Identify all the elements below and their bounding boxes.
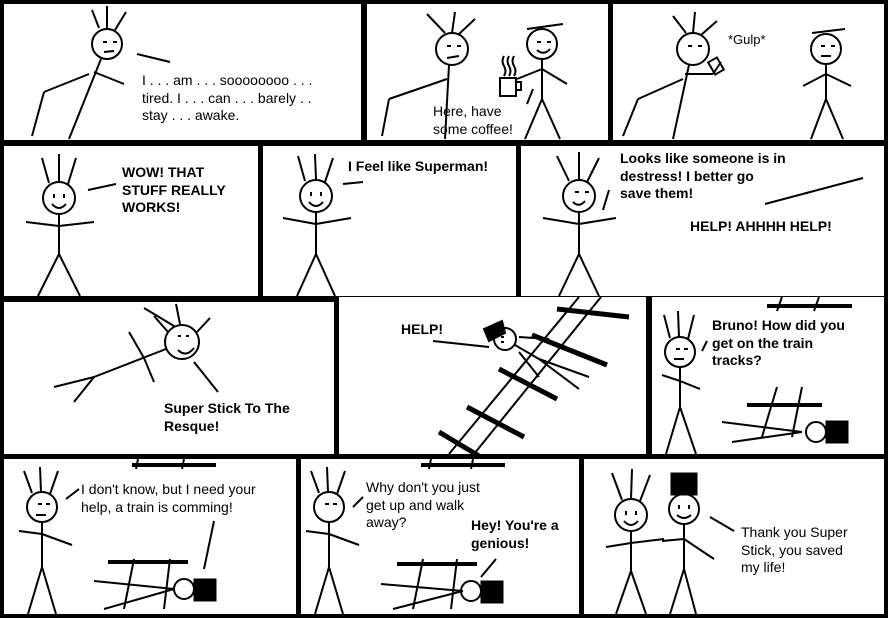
stick-figures-coffee	[381, 11, 568, 140]
comic-panel-5: I Feel like Superman!	[263, 146, 516, 296]
speech-tired: I . . . am . . . soooooooo . . . tired. …	[142, 72, 313, 123]
speech-destress: Looks like someone is in destress! I bet…	[620, 150, 786, 201]
speech-offer-coffee: Here, have some coffee!	[433, 103, 513, 137]
comic-panel-8: HELP!	[339, 297, 646, 454]
comic-panel-9: Bruno! How did you get on the train trac…	[652, 297, 884, 454]
stick-figures-gulp	[622, 11, 852, 140]
stick-figure-suggests-walk-away	[305, 459, 505, 614]
shout-help: HELP! AHHHH HELP!	[690, 218, 832, 234]
speech-wow: WOW! THAT STUFF REALLY WORKS!	[122, 164, 226, 215]
caption-to-the-rescue: Super Stick To The Resque!	[164, 400, 290, 434]
sound-gulp: *Gulp*	[728, 32, 766, 47]
comic-panel-4: WOW! THAT STUFF REALLY WORKS!	[4, 146, 258, 296]
stick-figure-energized	[25, 154, 117, 296]
comic-panel-11: Why don't you just get up and walk away?…	[301, 459, 579, 614]
speech-help: HELP!	[401, 321, 443, 337]
speech-superman: I Feel like Superman!	[348, 158, 489, 174]
comic-panel-12: Thank you Super Stick, you saved my life…	[584, 459, 884, 614]
speech-bruno-question: Bruno! How did you get on the train trac…	[712, 317, 845, 368]
stick-figure-superman-feeling	[282, 153, 364, 296]
speech-genious: Hey! You're a genious!	[471, 517, 559, 551]
stick-figure-tired	[31, 6, 171, 140]
stick-figure-asks-bruno	[661, 297, 852, 454]
stick-figures-thank-you	[605, 468, 735, 614]
stick-figure-and-bruno-tracks	[18, 459, 217, 614]
comic-panel-1: I . . . am . . . soooooooo . . . tired. …	[4, 4, 361, 140]
comic-panel-7: Super Stick To The Resque!	[4, 302, 334, 454]
comic-panel-6: Looks like someone is in destress! I bet…	[521, 146, 884, 296]
comic-panel-10: I don't know, but I need your help, a tr…	[4, 459, 296, 614]
stick-figure-flying	[53, 303, 219, 403]
comic-panel-2: Here, have some coffee!	[367, 4, 608, 140]
speech-thank-you: Thank you Super Stick, you saved my life…	[741, 524, 848, 575]
speech-walk-away: Why don't you just get up and walk away?	[366, 479, 480, 530]
stick-figure-hears-help	[542, 152, 864, 296]
speech-train-coming: I don't know, but I need your help, a tr…	[81, 481, 256, 515]
train-tracks-tied-figure	[432, 297, 630, 454]
comic-panel-3: *Gulp*	[613, 4, 884, 140]
